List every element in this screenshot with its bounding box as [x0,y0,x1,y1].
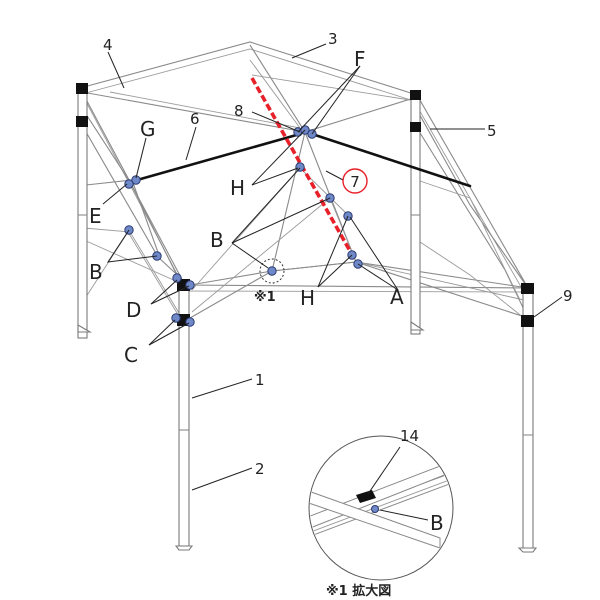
joint-top-front-right [521,283,534,294]
frame-scissor-right [416,109,529,319]
leader-lines [102,43,563,491]
joint-slider-back-left [76,116,88,127]
labels: 4 3 8 6 5 9 1 2 14 7 G F E H B B D C H A… [89,30,573,599]
label-part-8: 8 [234,102,244,120]
label-part-4: 4 [103,36,113,54]
label-part-5: 5 [487,122,497,140]
legs [77,87,538,553]
label-letter-C: C [124,343,138,367]
joint-top-back-right [410,90,421,100]
dot-B-left-lower [152,251,162,261]
label-part-6: 6 [190,110,200,128]
label-part-7: 7 [350,173,360,191]
dot-D-1 [172,273,182,283]
joint-slider-front-right [521,315,534,327]
label-letter-B-left: B [89,260,103,284]
reference-circle [259,258,285,284]
dot-H-left [295,162,305,172]
label-letter-H-left: H [230,176,245,200]
label-letter-B-detail: B [430,511,444,535]
dot-C-2 [185,317,195,327]
rope-right [310,132,472,188]
detail-view [308,435,454,581]
dot-G [131,175,141,185]
label-part-1: 1 [255,371,265,389]
dot-D-2 [185,280,195,290]
label-part-2: 2 [255,460,265,478]
label-letter-H-right: H [300,286,315,310]
label-letter-E: E [89,204,102,228]
rope-left [128,132,302,184]
frame-roof-bars [81,44,418,272]
label-letter-D: D [126,298,141,322]
detail-caption: ※1 拡大図 [326,583,391,599]
dot-E [124,179,134,189]
label-letter-G: G [140,117,156,141]
dot-ref-1 [267,266,277,276]
detail-clip-part [356,490,376,503]
joint-top-back-left [76,83,88,94]
ropes [128,132,472,188]
joint-slider-back-right [410,122,421,132]
label-part-3: 3 [328,30,338,48]
connection-dots [124,125,363,327]
label-letter-A: A [390,285,404,309]
dot-C-1 [171,313,181,323]
detail-pin [371,505,379,513]
label-part-14: 14 [400,427,419,445]
label-letter-B-center: B [210,228,224,252]
callout-circle-7 [342,168,368,194]
label-part-9: 9 [563,287,573,305]
label-letter-F: F [354,47,366,71]
label-reference-mark: ※1 [254,290,276,305]
